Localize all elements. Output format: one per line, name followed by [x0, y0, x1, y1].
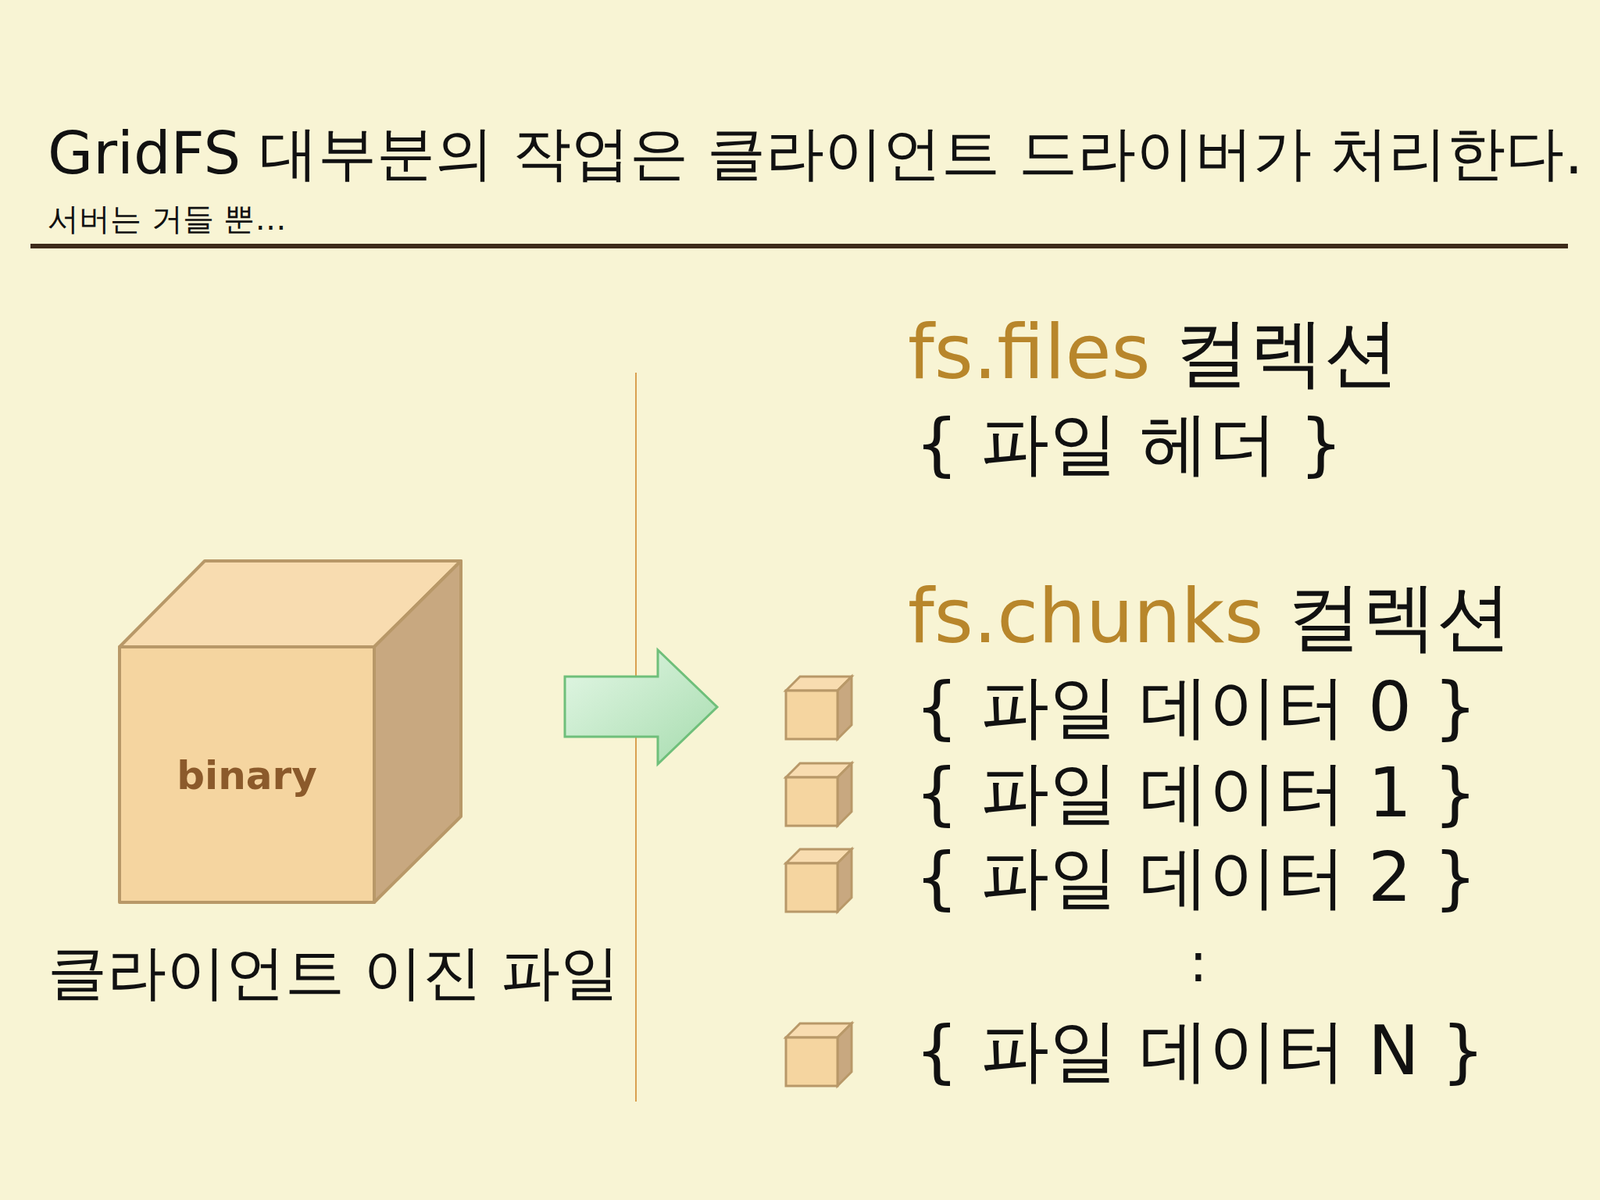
slide-title: GridFS 대부분의 작업은 클라이언트 드라이버가 처리한다.: [47, 117, 1583, 189]
header-rule: [30, 243, 1568, 249]
collection-word: 컬렉션: [1174, 307, 1400, 398]
collection-word: 컬렉션: [1286, 571, 1512, 662]
document-line: { 파일 데이터 N }: [914, 1009, 1486, 1093]
document-line: { 파일 데이터 1 }: [914, 751, 1478, 835]
document-line: { 파일 데이터 0 }: [914, 665, 1478, 749]
cube-caption: 클라이언트 이진 파일: [47, 936, 620, 1008]
document-line: { 파일 헤더 }: [914, 402, 1343, 486]
cube-shape: [39, 546, 477, 915]
cube-label: binary: [176, 752, 318, 800]
collection-name: fs.chunks: [907, 571, 1264, 662]
ellipsis-mark: :: [1189, 929, 1208, 996]
binary-cube: binary클라이언트 이진 파일: [39, 546, 586, 1016]
chunk-cubes: [785, 676, 852, 1086]
subtitle: 서버는 거들 뿐…: [47, 200, 286, 238]
collection-name: fs.files: [907, 307, 1151, 398]
block-arrow: [564, 650, 718, 765]
document-line: { 파일 데이터 2 }: [914, 835, 1478, 919]
